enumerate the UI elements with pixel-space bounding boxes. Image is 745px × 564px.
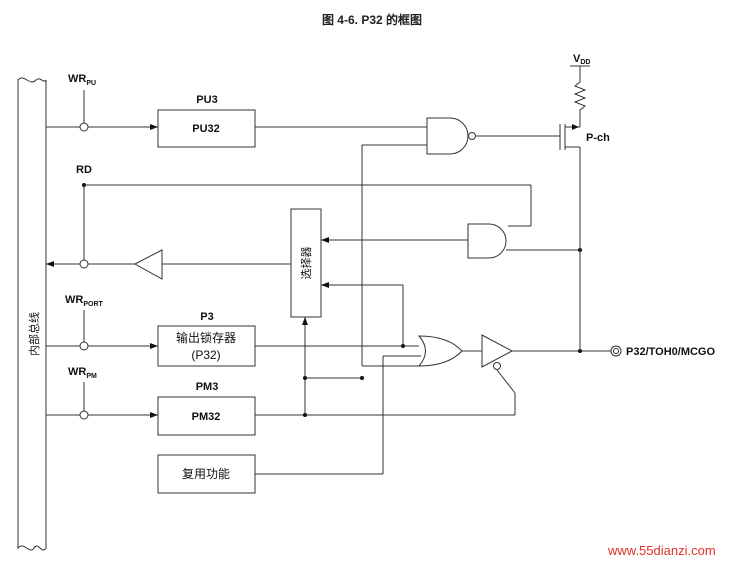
pu32-label: PU32 [192,123,220,135]
pm32-block [157,396,256,436]
internal-bus: 内部总线 [17,77,47,551]
selector-label: 选择器 [299,247,313,280]
wr-pu-label: WRPU [68,73,96,87]
wr-pm-label: WRPM [68,366,97,380]
output-latch-label: 输出锁存器 [176,330,236,345]
pm32-label: PM32 [192,411,221,423]
output-latch-block [157,325,256,367]
and-gate [467,223,507,259]
internal-wires [255,126,516,475]
internal-bus-label: 内部总线 [27,312,41,356]
output-buffer [481,334,514,370]
watermark: www.55dianzi.com [607,543,716,558]
pm3-header: PM3 [196,381,219,393]
p3-header: P3 [200,311,213,323]
pu3-header: PU3 [196,94,217,106]
output-pin [610,345,622,357]
figure-title: 图 4-6. P32 的框图 [322,12,422,27]
vdd-label: VDD [573,53,590,66]
alt-function-label: 复用功能 [182,467,230,481]
rd-label: RD [76,164,92,176]
pull-up-resistor [573,66,587,112]
bus-wires [46,90,532,420]
or-gate [417,335,463,367]
selector-block [290,208,322,318]
output-latch-sublabel: (P32) [191,348,220,362]
input-buffer [133,249,163,280]
nand-gate [426,117,476,155]
alt-function-block [157,454,256,494]
p-ch-label: P-ch [586,132,610,144]
p-channel-transistor [559,112,581,351]
wr-port-label: WRPORT [65,294,103,308]
pin-label: P32/TOH0/MCGO [626,346,715,358]
pu32-block [157,109,256,148]
